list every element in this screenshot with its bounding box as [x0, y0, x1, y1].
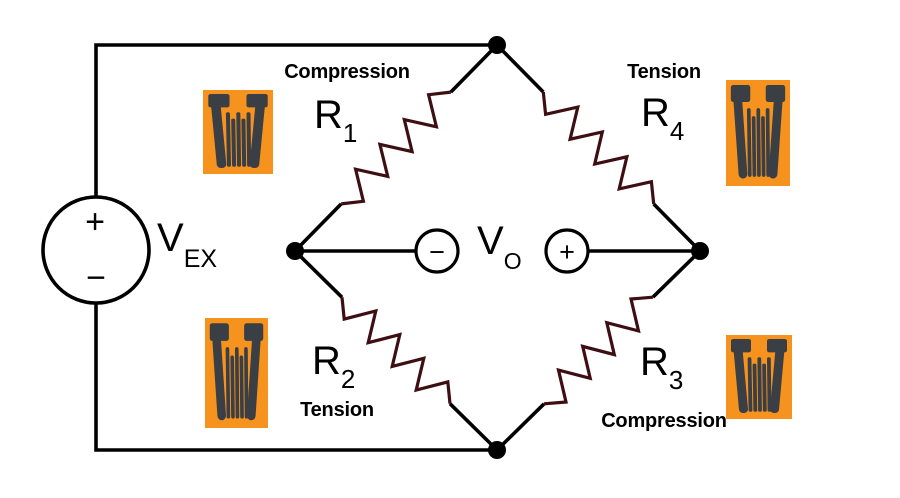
strain-gauge-icon-r1 — [203, 90, 273, 174]
r1-mode-label: Compression — [284, 61, 410, 83]
bridge-node-left — [286, 242, 304, 260]
bridge-node-bottom — [488, 441, 506, 459]
r4-subscript: 4 — [669, 116, 685, 146]
strain-gauge-icon-r2 — [205, 318, 268, 428]
voltage-source-circle — [41, 195, 151, 305]
resistor-arm-r2 — [293, 249, 499, 452]
resistor-arm-r3 — [495, 249, 702, 452]
output-negative-terminal — [414, 228, 460, 274]
source-minus-sign: − — [86, 259, 106, 297]
r4-label: R4 — [641, 91, 685, 146]
resistor-arm-r1 — [293, 43, 499, 253]
r2-mode-label: Tension — [300, 399, 374, 421]
r3-subscript: 3 — [668, 365, 684, 395]
r3-mode-label: Compression — [601, 410, 727, 432]
resistor-arm-r4 — [495, 43, 702, 253]
excitation-wire-bottom — [94, 303, 497, 452]
r2-label: R2 — [312, 339, 356, 394]
output-minus-sign: − — [429, 237, 445, 267]
output-plus-sign: + — [559, 237, 575, 267]
excitation-voltage-subscript: EX — [183, 245, 218, 273]
excitation-wire-top — [94, 43, 497, 197]
output-voltage-label: VO — [477, 219, 522, 274]
r4-mode-label: Tension — [627, 61, 701, 83]
source-plus-sign: + — [85, 203, 105, 241]
r1-label: R1 — [314, 93, 358, 148]
r3-label: R3 — [640, 340, 684, 395]
bridge-node-right — [691, 242, 709, 260]
output-voltage-subscript: O — [503, 248, 522, 274]
output-positive-terminal — [544, 228, 590, 274]
r2-subscript: 2 — [340, 364, 356, 394]
strain-gauge-icon-r3 — [726, 335, 792, 419]
bridge-node-top — [488, 36, 506, 54]
r1-subscript: 1 — [342, 118, 358, 148]
strain-gauge-icon-r4 — [726, 80, 790, 186]
excitation-voltage-label: VEX — [157, 216, 218, 273]
